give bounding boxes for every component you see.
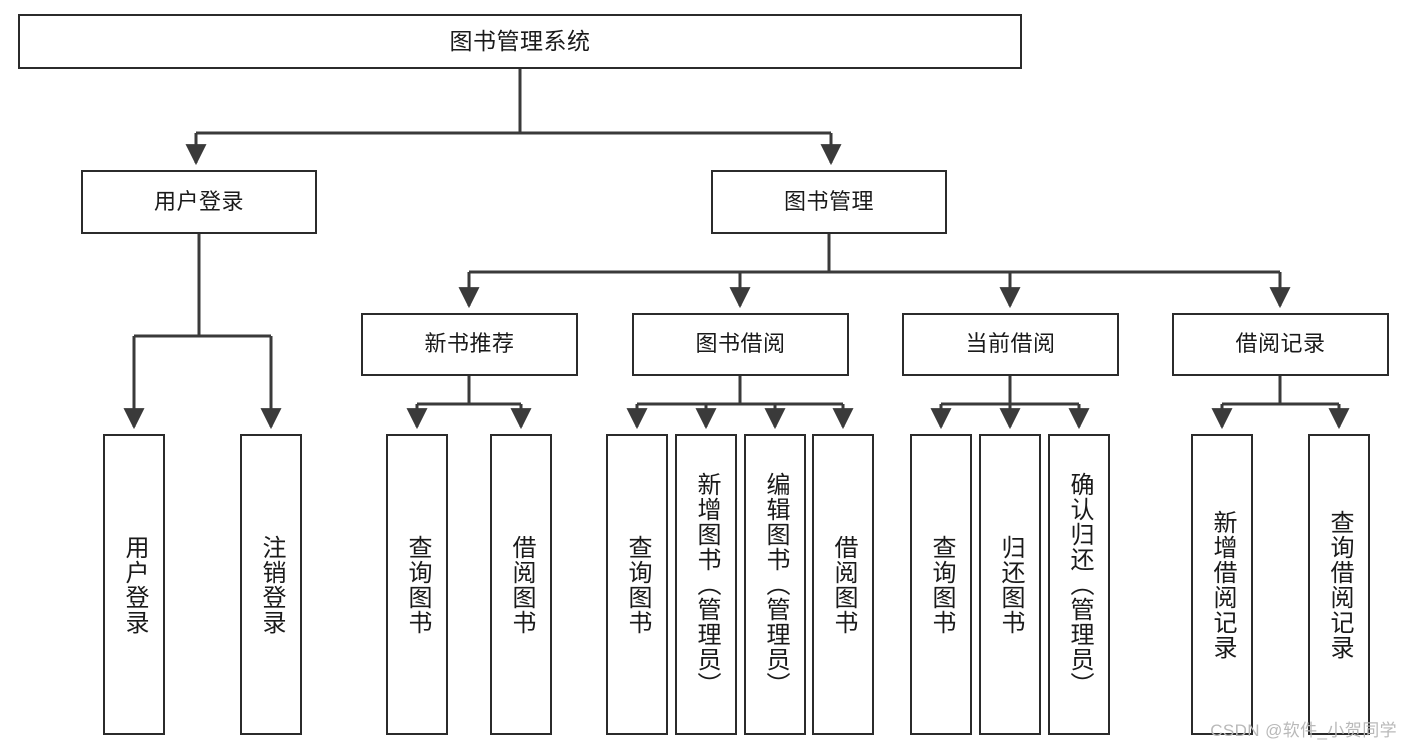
leaf-confirm-return-admin[interactable]: 确认归还（管理员） <box>1048 434 1110 735</box>
leaf-borrow-book-borrow[interactable]: 借阅图书 <box>812 434 874 735</box>
leaf-return-book[interactable]: 归还图书 <box>979 434 1041 735</box>
leaf-query-borrow-record[interactable]: 查询借阅记录 <box>1308 434 1370 735</box>
node-label: 借阅图书 <box>829 534 857 635</box>
node-label: 查询图书 <box>927 534 955 635</box>
node-label: 查询借阅记录 <box>1325 509 1353 660</box>
node-label: 归还图书 <box>996 534 1024 635</box>
node-label: 借阅图书 <box>507 534 535 635</box>
watermark-text: CSDN @软件_小贺同学 <box>1210 721 1397 740</box>
leaf-user-logout[interactable]: 注销登录 <box>240 434 302 735</box>
node-label: 图书管理 <box>783 188 874 214</box>
leaf-borrow-book-new-rec[interactable]: 借阅图书 <box>490 434 552 735</box>
node-root-book-management-system[interactable]: 图书管理系统 <box>18 14 1022 69</box>
node-new-book-recommendation[interactable]: 新书推荐 <box>361 313 578 376</box>
node-label: 用户登录 <box>153 188 244 214</box>
node-label: 新书推荐 <box>424 331 515 357</box>
leaf-query-book-current[interactable]: 查询图书 <box>910 434 972 735</box>
node-label: 新增借阅记录 <box>1208 509 1236 660</box>
leaf-query-book-new-rec[interactable]: 查询图书 <box>386 434 448 735</box>
leaf-edit-book-admin[interactable]: 编辑图书（管理员） <box>744 434 806 735</box>
node-label: 当前借阅 <box>965 331 1056 357</box>
leaf-add-book-admin[interactable]: 新增图书（管理员） <box>675 434 737 735</box>
node-label: 借阅记录 <box>1235 331 1326 357</box>
leaf-user-login[interactable]: 用户登录 <box>103 434 165 735</box>
leaf-add-borrow-record[interactable]: 新增借阅记录 <box>1191 434 1253 735</box>
node-label: 图书管理系统 <box>449 27 591 54</box>
node-book-manage[interactable]: 图书管理 <box>711 170 947 234</box>
node-label: 用户登录 <box>120 534 148 635</box>
node-label: 查询图书 <box>623 534 651 635</box>
node-label: 注销登录 <box>257 534 285 635</box>
node-current-borrow[interactable]: 当前借阅 <box>902 313 1119 376</box>
leaf-query-book-borrow[interactable]: 查询图书 <box>606 434 668 735</box>
node-label: 新增图书（管理员） <box>692 472 720 697</box>
node-borrow-record[interactable]: 借阅记录 <box>1172 313 1389 376</box>
node-user-login[interactable]: 用户登录 <box>81 170 317 234</box>
node-label: 确认归还（管理员） <box>1065 472 1093 697</box>
node-label: 编辑图书（管理员） <box>761 472 789 697</box>
node-label: 查询图书 <box>403 534 431 635</box>
node-label: 图书借阅 <box>695 331 786 357</box>
node-book-borrow[interactable]: 图书借阅 <box>632 313 849 376</box>
